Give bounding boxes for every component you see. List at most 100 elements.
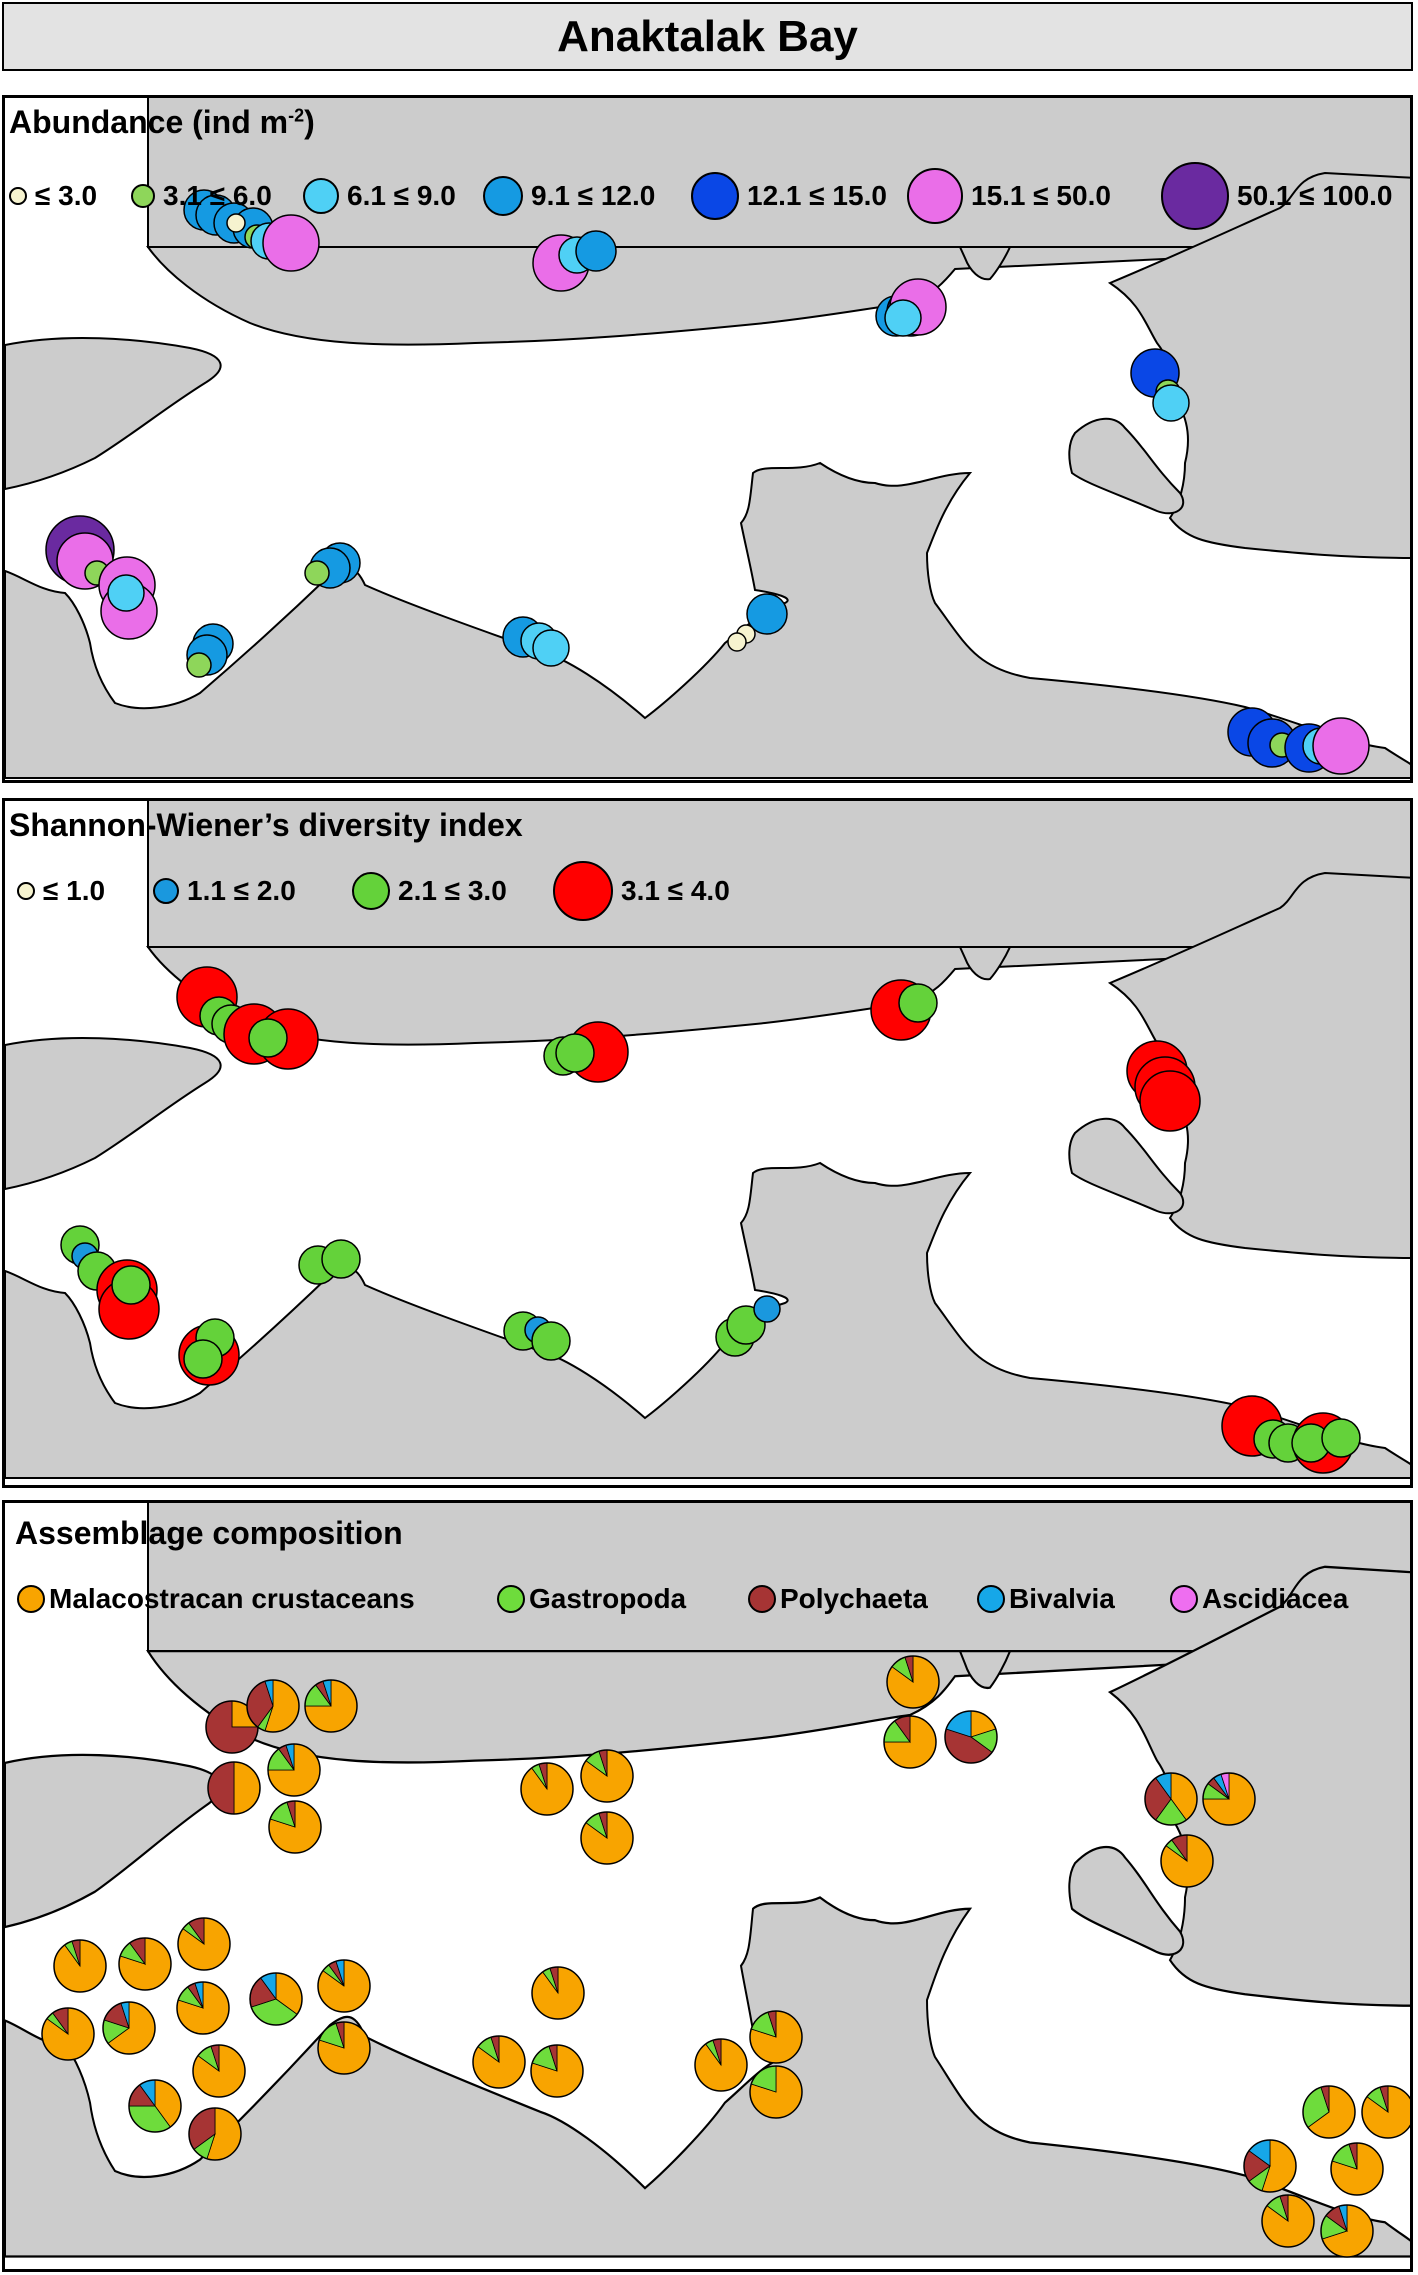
diversity-legend: ≤ 1.0 1.1 ≤ 2.0 2.1 ≤ 3.0 3.1 ≤ 4.0 bbox=[5, 801, 1410, 921]
composition-panel-title: Assemblage composition bbox=[15, 1515, 403, 1551]
abundance-site-marker bbox=[107, 574, 145, 612]
legend-label: Ascidiacea bbox=[1202, 1583, 1349, 1614]
pie-outline bbox=[1302, 2085, 1356, 2139]
composition-pie bbox=[268, 1800, 322, 1854]
pie-outline bbox=[246, 1679, 300, 1733]
pie-outline bbox=[944, 1710, 998, 1764]
abundance-site-marker bbox=[304, 560, 330, 586]
legend-swatch bbox=[1161, 162, 1229, 230]
land-east-island bbox=[1068, 417, 1185, 515]
land-south-shore bbox=[5, 461, 1410, 779]
legend-swatch bbox=[153, 878, 179, 904]
land-north-islet bbox=[958, 1650, 1012, 1690]
pie-outline bbox=[317, 1959, 371, 2013]
pie-outline bbox=[102, 2001, 156, 2055]
legend-label: ≤ 1.0 bbox=[43, 875, 106, 906]
legend-label: 6.1 ≤ 9.0 bbox=[347, 180, 456, 211]
composition-pie bbox=[520, 1762, 574, 1816]
abundance-site-marker bbox=[262, 214, 320, 272]
composition-pie bbox=[1160, 1834, 1214, 1888]
legend-swatch bbox=[907, 168, 963, 224]
land-west-island bbox=[5, 1753, 222, 1929]
composition-legend-item: Polychaeta bbox=[748, 1583, 928, 1615]
pie-outline bbox=[267, 1743, 321, 1797]
composition-pie bbox=[192, 2044, 246, 2098]
composition-pie bbox=[694, 2038, 748, 2092]
abundance-site-marker bbox=[575, 230, 617, 272]
pie-outline bbox=[1160, 1834, 1214, 1888]
legend-label: 1.1 ≤ 2.0 bbox=[187, 875, 296, 906]
legend-label: ≤ 3.0 bbox=[35, 180, 98, 211]
abundance-legend-item: ≤ 3.0 bbox=[9, 180, 97, 211]
pie-outline bbox=[580, 1811, 634, 1865]
abundance-legend-item: 6.1 ≤ 9.0 bbox=[303, 178, 456, 214]
legend-label: Bivalvia bbox=[1009, 1583, 1115, 1614]
pie-outline bbox=[268, 1800, 322, 1854]
legend-swatch bbox=[17, 882, 35, 900]
composition-pie bbox=[1144, 1772, 1198, 1826]
composition-pie bbox=[472, 2035, 526, 2089]
abundance-site-marker bbox=[746, 593, 788, 635]
abundance-site-marker bbox=[186, 652, 212, 678]
land-north-islet bbox=[958, 946, 1012, 981]
pie-outline bbox=[694, 2038, 748, 2092]
pie-outline bbox=[530, 2044, 584, 2098]
composition-pie bbox=[317, 1959, 371, 2013]
composition-pie bbox=[749, 2065, 803, 2119]
figure-title: Anaktalak Bay bbox=[557, 11, 858, 61]
composition-pie bbox=[580, 1749, 634, 1803]
pie-outline bbox=[1330, 2142, 1384, 2196]
land-layer bbox=[5, 801, 1410, 1479]
pie-outline bbox=[53, 1939, 107, 1993]
pie-outline bbox=[317, 2021, 371, 2075]
diversity-panel-title: Shannon-Wiener’s diversity index bbox=[9, 807, 523, 843]
diversity-legend-item: 2.1 ≤ 3.0 bbox=[352, 872, 507, 910]
composition-pie bbox=[188, 2107, 242, 2161]
abundance-site-marker bbox=[1312, 717, 1370, 775]
composition-pie bbox=[118, 1937, 172, 1991]
diversity-site-marker bbox=[753, 1295, 781, 1323]
composition-pie bbox=[580, 1811, 634, 1865]
diversity-site-marker bbox=[1139, 1070, 1201, 1132]
pie-outline bbox=[1361, 2085, 1410, 2139]
composition-pie bbox=[1302, 2085, 1356, 2139]
composition-pie bbox=[249, 1972, 303, 2026]
composition-pie bbox=[1330, 2142, 1384, 2196]
land-west-island bbox=[5, 336, 222, 491]
legend-label: 3.1 ≤ 6.0 bbox=[163, 180, 272, 211]
diversity-legend-item: ≤ 1.0 bbox=[17, 875, 105, 906]
pie-outline bbox=[883, 1715, 937, 1769]
pie-outline bbox=[41, 2007, 95, 2061]
legend-label: 15.1 ≤ 50.0 bbox=[971, 180, 1111, 211]
pie-outline bbox=[249, 1972, 303, 2026]
composition-legend-item: Ascidiacea bbox=[1170, 1583, 1348, 1615]
land-layer bbox=[5, 98, 1410, 779]
abundance-site-marker bbox=[226, 213, 246, 233]
legend-swatch bbox=[9, 187, 27, 205]
composition-pie bbox=[53, 1939, 107, 1993]
composition-pie bbox=[886, 1655, 940, 1709]
composition-pie bbox=[1361, 2085, 1410, 2139]
figure-title-box: Anaktalak Bay bbox=[2, 2, 1413, 71]
diversity-site-marker bbox=[531, 1321, 571, 1361]
pie-outline bbox=[1144, 1772, 1198, 1826]
abundance-map bbox=[5, 98, 1410, 780]
pie-outline bbox=[472, 2035, 526, 2089]
pie-outline bbox=[886, 1655, 940, 1709]
composition-pie bbox=[207, 1761, 261, 1815]
composition-pie bbox=[128, 2079, 182, 2133]
abundance-legend-item: 15.1 ≤ 50.0 bbox=[907, 168, 1111, 224]
land-layer bbox=[5, 1503, 1410, 2258]
diversity-site-marker bbox=[111, 1265, 151, 1305]
composition-panel: Assemblage composition Malacostracan cru… bbox=[2, 1500, 1413, 2272]
legend-label: Polychaeta bbox=[780, 1583, 928, 1614]
pie-outline bbox=[1243, 2139, 1297, 2193]
legend-swatch bbox=[17, 1585, 45, 1613]
composition-pie bbox=[317, 2021, 371, 2075]
composition-pie bbox=[531, 1966, 585, 2020]
diversity-site-marker bbox=[1321, 1418, 1361, 1458]
diversity-legend-item: 3.1 ≤ 4.0 bbox=[553, 861, 730, 921]
composition-pie bbox=[944, 1710, 998, 1764]
